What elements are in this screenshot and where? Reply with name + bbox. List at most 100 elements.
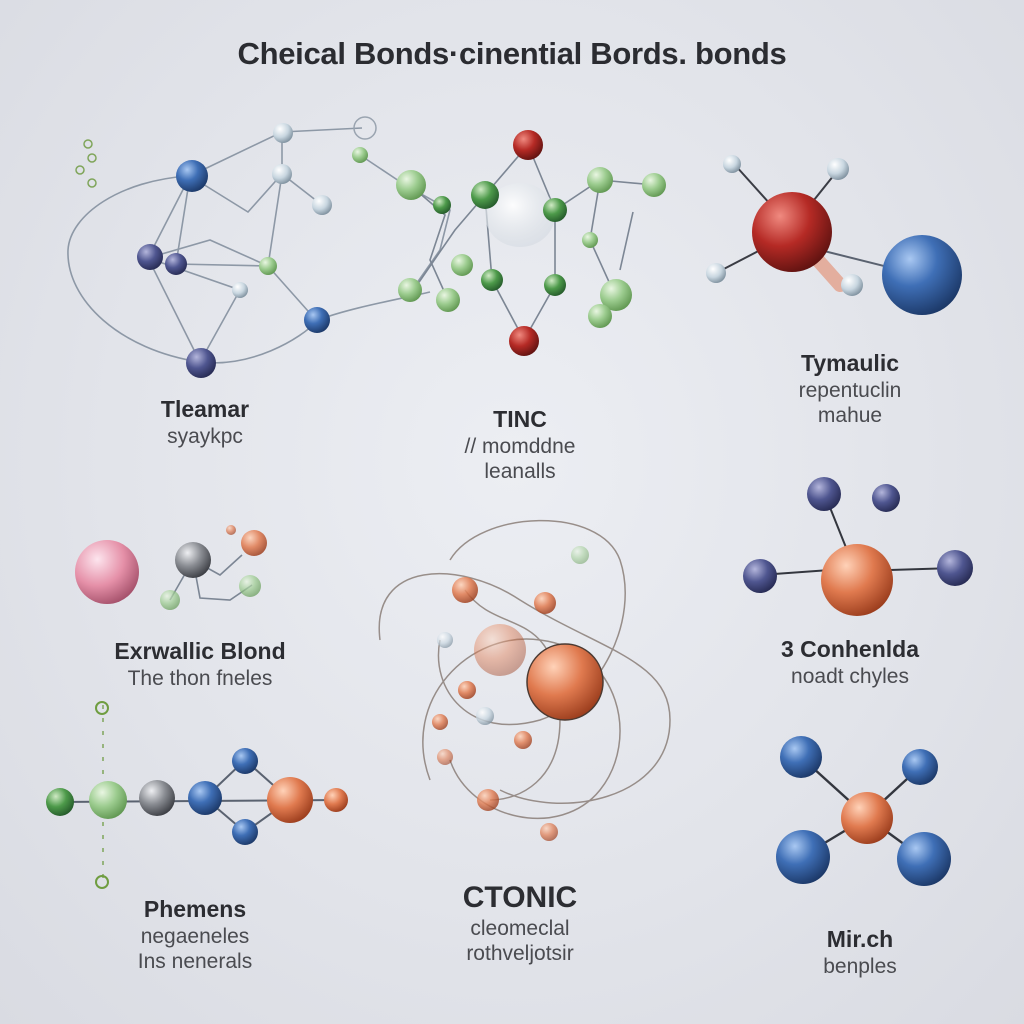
atom-dark-green xyxy=(481,269,503,291)
caption-title: Exrwallic Blond xyxy=(114,638,286,664)
caption-subtitle: noadt chyles xyxy=(791,664,909,688)
caption-panel7: CTONIC cleomeclal rothveljotsir xyxy=(420,880,620,966)
glass-sphere xyxy=(485,183,555,247)
caption-subtitle: The thon fneles xyxy=(127,666,273,690)
atom-dark-green xyxy=(544,274,566,296)
atom-green-blur xyxy=(571,546,589,564)
polar-molecule xyxy=(706,155,962,315)
atom-navy xyxy=(743,559,777,593)
caption-title: 3 Conhenlda xyxy=(780,636,919,662)
atom-blue-large xyxy=(882,235,962,315)
atom-orange xyxy=(432,714,448,730)
atom-green xyxy=(352,147,368,163)
atom-orange xyxy=(452,577,478,603)
atom-pale xyxy=(437,632,453,648)
tetra-atoms xyxy=(743,477,973,616)
atom-hydrogen xyxy=(841,274,863,296)
caption-panel5: 3 Conhenlda noadt chyles xyxy=(740,636,960,689)
atom-pale xyxy=(232,282,248,298)
atom-green xyxy=(582,232,598,248)
orbit-path xyxy=(422,638,621,820)
atom-pale xyxy=(272,164,292,184)
atom-orange-center xyxy=(841,792,893,844)
atom-navy xyxy=(186,348,216,378)
orbit-path xyxy=(378,573,671,804)
orbital-cluster xyxy=(378,519,671,820)
atom-orange xyxy=(477,789,499,811)
atom-hydrogen xyxy=(723,155,741,173)
atom-blue xyxy=(232,748,258,774)
bond-line xyxy=(192,559,253,601)
atom-pale xyxy=(476,707,494,725)
atom-red-center xyxy=(752,192,832,272)
atom-hydrogen xyxy=(706,263,726,283)
caption-panel1: Tleamar syaykpc xyxy=(100,396,310,449)
atom-green xyxy=(642,173,666,197)
atom-red xyxy=(513,130,543,160)
small-ring xyxy=(87,178,97,188)
tetrahedral-atoms xyxy=(776,736,951,886)
atom-green xyxy=(239,575,261,597)
small-ring xyxy=(95,875,109,889)
atom-blue xyxy=(776,830,830,884)
caption-subtitle: syaykpc xyxy=(167,424,243,448)
atom-green xyxy=(396,170,426,200)
atom-green xyxy=(451,254,473,276)
atom-blue xyxy=(780,736,822,778)
atom-orange xyxy=(267,777,313,823)
atom-orange xyxy=(534,592,556,614)
bond-line xyxy=(147,257,242,363)
small-ring xyxy=(83,139,93,149)
atom-navy xyxy=(165,253,187,275)
orbit-path xyxy=(437,519,626,726)
atom-orange-center xyxy=(821,544,893,616)
atom-green xyxy=(600,279,632,311)
caption-panel4: Exrwallic Blond The thon fneles xyxy=(70,638,330,691)
atom-hydrogen xyxy=(827,158,849,180)
caption-panel6: Phemens negaeneles Ins nenerals xyxy=(90,896,300,974)
caption-subtitle: // momddne xyxy=(464,434,576,458)
atom-orange xyxy=(324,788,348,812)
atom-blue xyxy=(188,781,222,815)
caption-subtitle: leanalls xyxy=(484,459,556,483)
caption-title: TINC xyxy=(493,406,547,432)
atom-green xyxy=(89,781,127,819)
bond-line xyxy=(414,144,529,289)
bond-line xyxy=(189,172,323,214)
caption-subtitle: cleomeclal xyxy=(470,917,570,940)
caption-subtitle: Ins nenerals xyxy=(137,949,253,973)
caption-panel3: Tymaulic repentuclin mahue xyxy=(745,350,955,428)
small-ring xyxy=(75,165,85,175)
metallic-molecule xyxy=(75,525,267,610)
network-molecule xyxy=(67,127,451,364)
bond-curve xyxy=(67,175,431,364)
chain-molecule xyxy=(46,701,348,889)
atom-orange xyxy=(458,681,476,699)
caption-title: Tymaulic xyxy=(801,350,899,376)
atom-pink xyxy=(75,540,139,604)
ring-atoms xyxy=(396,130,666,356)
network-atoms xyxy=(75,116,377,378)
atom-gray xyxy=(175,542,211,578)
atom-orange-large xyxy=(526,643,604,721)
atom-orange-blur xyxy=(474,624,526,676)
atom-dark-green xyxy=(543,198,567,222)
atom-blue xyxy=(176,160,208,192)
small-ring xyxy=(87,153,97,163)
atom-navy xyxy=(807,477,841,511)
atom-ring xyxy=(353,116,377,140)
caption-title: Tleamar xyxy=(160,396,250,422)
atom-navy xyxy=(872,484,900,512)
atom-green xyxy=(160,590,180,610)
bond-line xyxy=(175,175,317,321)
bond-line xyxy=(619,211,634,271)
caption-subtitle: benples xyxy=(823,954,897,978)
caption-title: Phemens xyxy=(143,896,247,922)
caption-subtitle: repentuclin xyxy=(798,378,902,402)
bond-line xyxy=(409,184,449,301)
atom-dark-green xyxy=(471,181,499,209)
atom-blue xyxy=(897,832,951,886)
atom-gray xyxy=(139,780,175,816)
atom-pale xyxy=(312,195,332,215)
atom-blue xyxy=(902,749,938,785)
